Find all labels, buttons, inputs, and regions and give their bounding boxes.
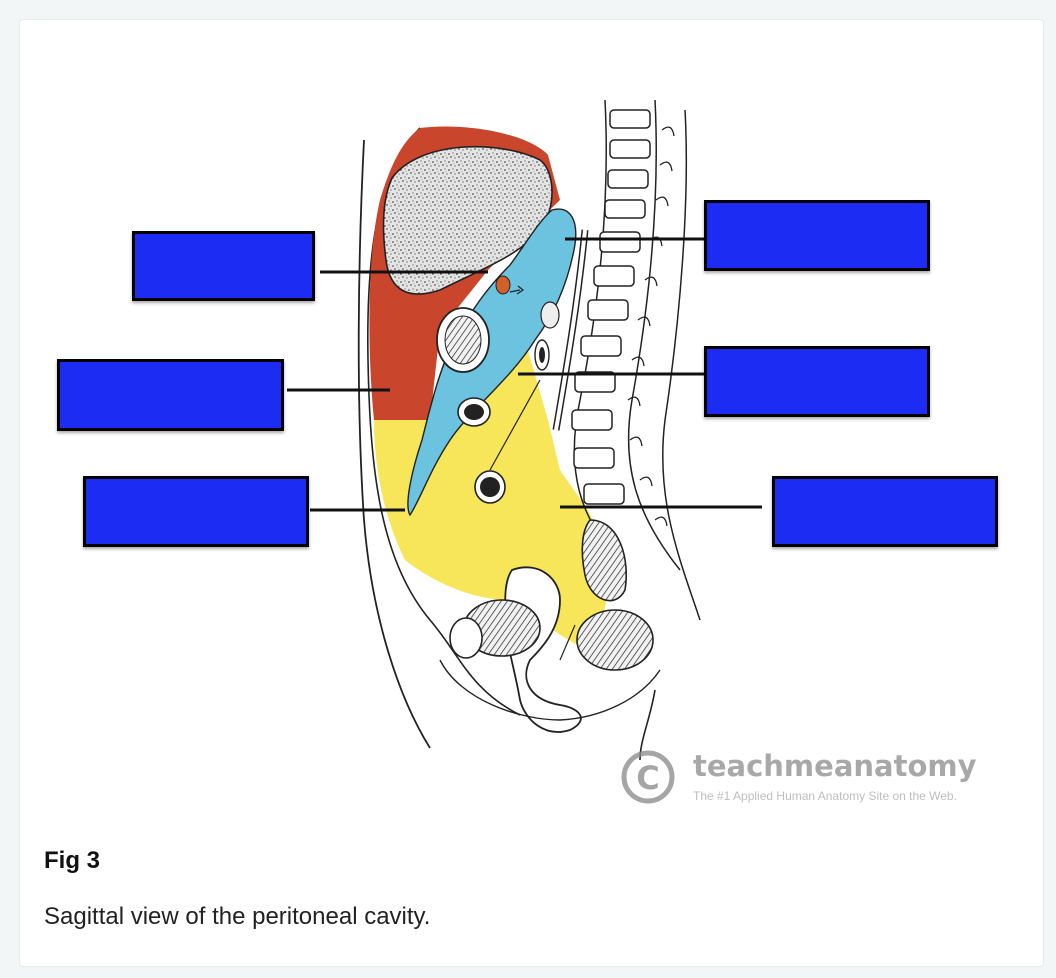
label-box-4[interactable] [704, 200, 930, 271]
label-box-1[interactable] [132, 231, 315, 301]
region-blue [407, 208, 577, 517]
vertebral-column [571, 99, 701, 621]
label-box-3[interactable] [83, 476, 309, 547]
pelvic-loop-right [576, 609, 654, 671]
rectum [581, 519, 628, 602]
watermark-name: teachmeanatomy [693, 749, 977, 783]
anterior-body-wall [357, 139, 431, 749]
label-box-6[interactable] [772, 476, 998, 547]
pelvic-loop-small [449, 617, 483, 659]
epiploic-foramen-marker [495, 275, 511, 295]
pancreas-section [540, 301, 560, 329]
teachmeanatomy-logo: C teachmeanatomy The #1 Applied Human An… [621, 749, 977, 804]
label-box-5[interactable] [704, 346, 930, 417]
figure-title: Fig 3 [44, 847, 101, 874]
svg-text:C: C [636, 759, 659, 797]
liver [382, 145, 553, 295]
label-box-2[interactable] [57, 359, 284, 431]
leader-lines [287, 237, 762, 512]
mesentery [489, 379, 541, 471]
watermark-tagline: The #1 Applied Human Anatomy Site on the… [693, 789, 957, 803]
figure-caption: Sagittal view of the peritoneal cavity. [44, 903, 431, 930]
